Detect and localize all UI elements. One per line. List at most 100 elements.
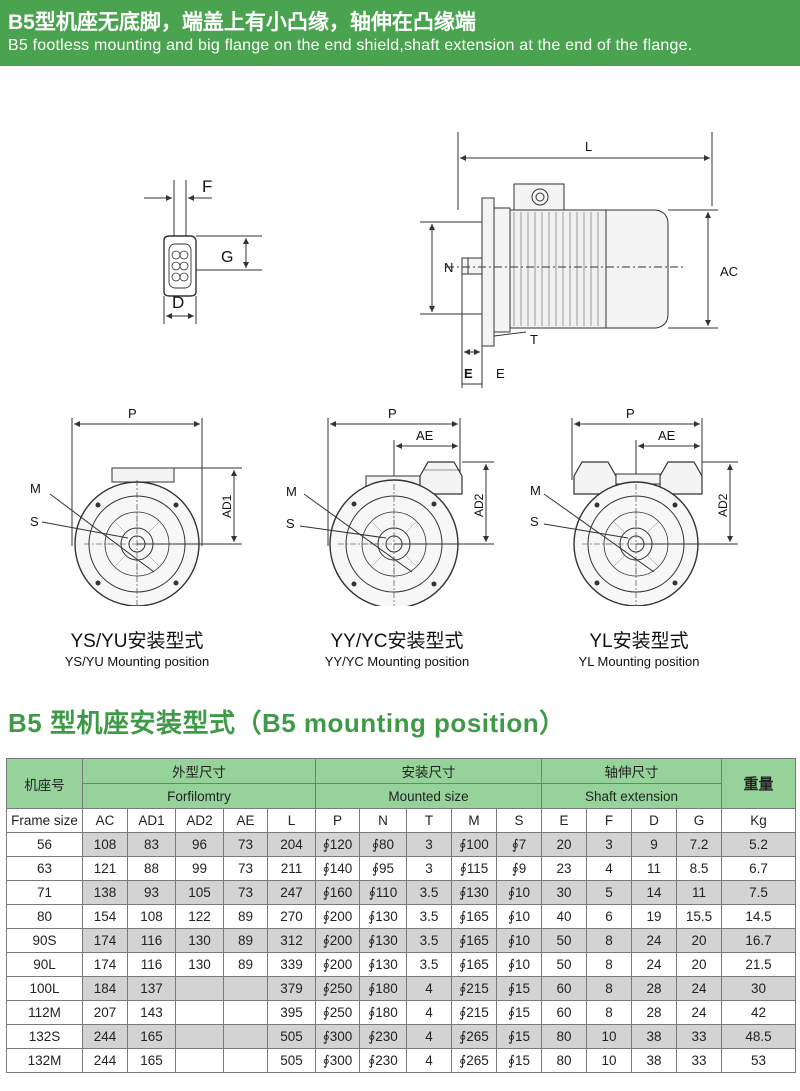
table-cell: 121 — [82, 856, 128, 881]
frame-size-cell: 132S — [6, 1024, 83, 1049]
table-cell: 505 — [267, 1048, 316, 1073]
table-cell: 60 — [541, 976, 587, 1001]
spec-table: 机座号 外型尺寸 安装尺寸 轴伸尺寸 重量 Forfilomtry Mounte… — [6, 758, 796, 1073]
table-cell: ∮160 — [315, 880, 360, 905]
table-cell: ∮140 — [315, 856, 360, 881]
table-cell: 5.2 — [721, 832, 796, 857]
column-header: M — [451, 808, 497, 833]
table-cell: 7.5 — [721, 880, 796, 905]
table-cell: 137 — [127, 976, 176, 1001]
table-cell: 24 — [676, 976, 722, 1001]
table-cell: 138 — [82, 880, 128, 905]
caption-ys-yu-en: YS/YU Mounting position — [64, 654, 210, 669]
column-header: D — [631, 808, 677, 833]
table-cell: 89 — [223, 904, 268, 929]
table-cell: 395 — [267, 1000, 316, 1025]
frame-size-cell: 112M — [6, 1000, 83, 1025]
dim-label-ad2-b: AD2 — [716, 493, 730, 517]
table-cell: 28 — [631, 1000, 677, 1025]
table-cell: 83 — [127, 832, 176, 857]
column-header: N — [359, 808, 407, 833]
end-view-yy-yc: P AE AD2 M S — [286, 406, 494, 606]
table-cell: 28 — [631, 976, 677, 1001]
table-cell: 505 — [267, 1024, 316, 1049]
table-cell: 184 — [82, 976, 128, 1001]
table-cell: ∮15 — [496, 1048, 542, 1073]
table-cell: 174 — [82, 928, 128, 953]
dim-label-ae2: AE — [416, 428, 434, 443]
table-cell: 38 — [631, 1024, 677, 1049]
dim-label-p2: P — [388, 406, 397, 421]
frame-size-cell: 90L — [6, 952, 83, 977]
dim-label-ac: AC — [720, 264, 738, 279]
table-cell: ∮230 — [359, 1048, 407, 1073]
dim-label-ad2-a: AD2 — [472, 493, 486, 517]
column-header: F — [586, 808, 632, 833]
table-cell: 88 — [127, 856, 176, 881]
table-cell: 9 — [631, 832, 677, 857]
table-cell: 116 — [127, 928, 176, 953]
frame-size-cell: 132M — [6, 1048, 83, 1073]
table-cell — [223, 1048, 268, 1073]
table-cell: ∮215 — [451, 976, 497, 1001]
weight-header: 重量 — [721, 758, 796, 809]
table-cell: 14.5 — [721, 904, 796, 929]
table-cell: 10 — [586, 1024, 632, 1049]
section-title: B5 型机座安装型式（B5 mounting position） — [8, 708, 566, 738]
table-cell: ∮165 — [451, 904, 497, 929]
table-cell: 89 — [223, 952, 268, 977]
table-cell: 73 — [223, 832, 268, 857]
frame-size-cell: 63 — [6, 856, 83, 881]
table-cell: ∮230 — [359, 1024, 407, 1049]
table-cell: ∮200 — [315, 904, 360, 929]
table-cell: 14 — [631, 880, 677, 905]
table-cell: 7.2 — [676, 832, 722, 857]
group-header-zh: 轴伸尺寸 — [541, 758, 722, 784]
table-cell: 8 — [586, 928, 632, 953]
table-cell: 3.5 — [406, 880, 452, 905]
table-cell: 379 — [267, 976, 316, 1001]
caption-yl-en: YL Mounting position — [578, 654, 700, 669]
table-cell: ∮15 — [496, 976, 542, 1001]
table-cell: 3 — [406, 856, 452, 881]
group-header-zh: 安装尺寸 — [315, 758, 542, 784]
column-header: Kg — [721, 808, 796, 833]
table-cell: 4 — [406, 1000, 452, 1025]
end-view-yl: P AE AD2 M S — [530, 406, 738, 606]
dim-label-m3: M — [530, 483, 541, 498]
table-cell: 204 — [267, 832, 316, 857]
dim-label-f: F — [202, 177, 212, 196]
table-cell: ∮300 — [315, 1024, 360, 1049]
dim-label-e: E — [496, 366, 505, 381]
table-cell: 40 — [541, 904, 587, 929]
table-cell: 48.5 — [721, 1024, 796, 1049]
table-cell: 73 — [223, 856, 268, 881]
column-header: T — [406, 808, 452, 833]
frame-size-cell: 71 — [6, 880, 83, 905]
table-cell: ∮215 — [451, 1000, 497, 1025]
table-cell: 4 — [586, 856, 632, 881]
frame-size-cell: 90S — [6, 928, 83, 953]
table-cell: 20 — [676, 928, 722, 953]
table-cell: 130 — [175, 952, 224, 977]
table-cell: 339 — [267, 952, 316, 977]
table-cell: ∮300 — [315, 1048, 360, 1073]
table-cell: 8 — [586, 976, 632, 1001]
table-cell: 42 — [721, 1000, 796, 1025]
table-cell: 19 — [631, 904, 677, 929]
table-cell: 5 — [586, 880, 632, 905]
group-header-zh: 外型尺寸 — [82, 758, 316, 784]
frame-size-cell: 100L — [6, 976, 83, 1001]
table-cell — [175, 1000, 224, 1025]
table-cell: 93 — [127, 880, 176, 905]
group-header-en: Shaft extension — [541, 783, 722, 809]
frame-size-cell: 56 — [6, 832, 83, 857]
table-cell: 80 — [541, 1024, 587, 1049]
dim-label-p1: P — [128, 406, 137, 421]
table-cell: 23 — [541, 856, 587, 881]
dim-label-t: T — [530, 332, 538, 347]
